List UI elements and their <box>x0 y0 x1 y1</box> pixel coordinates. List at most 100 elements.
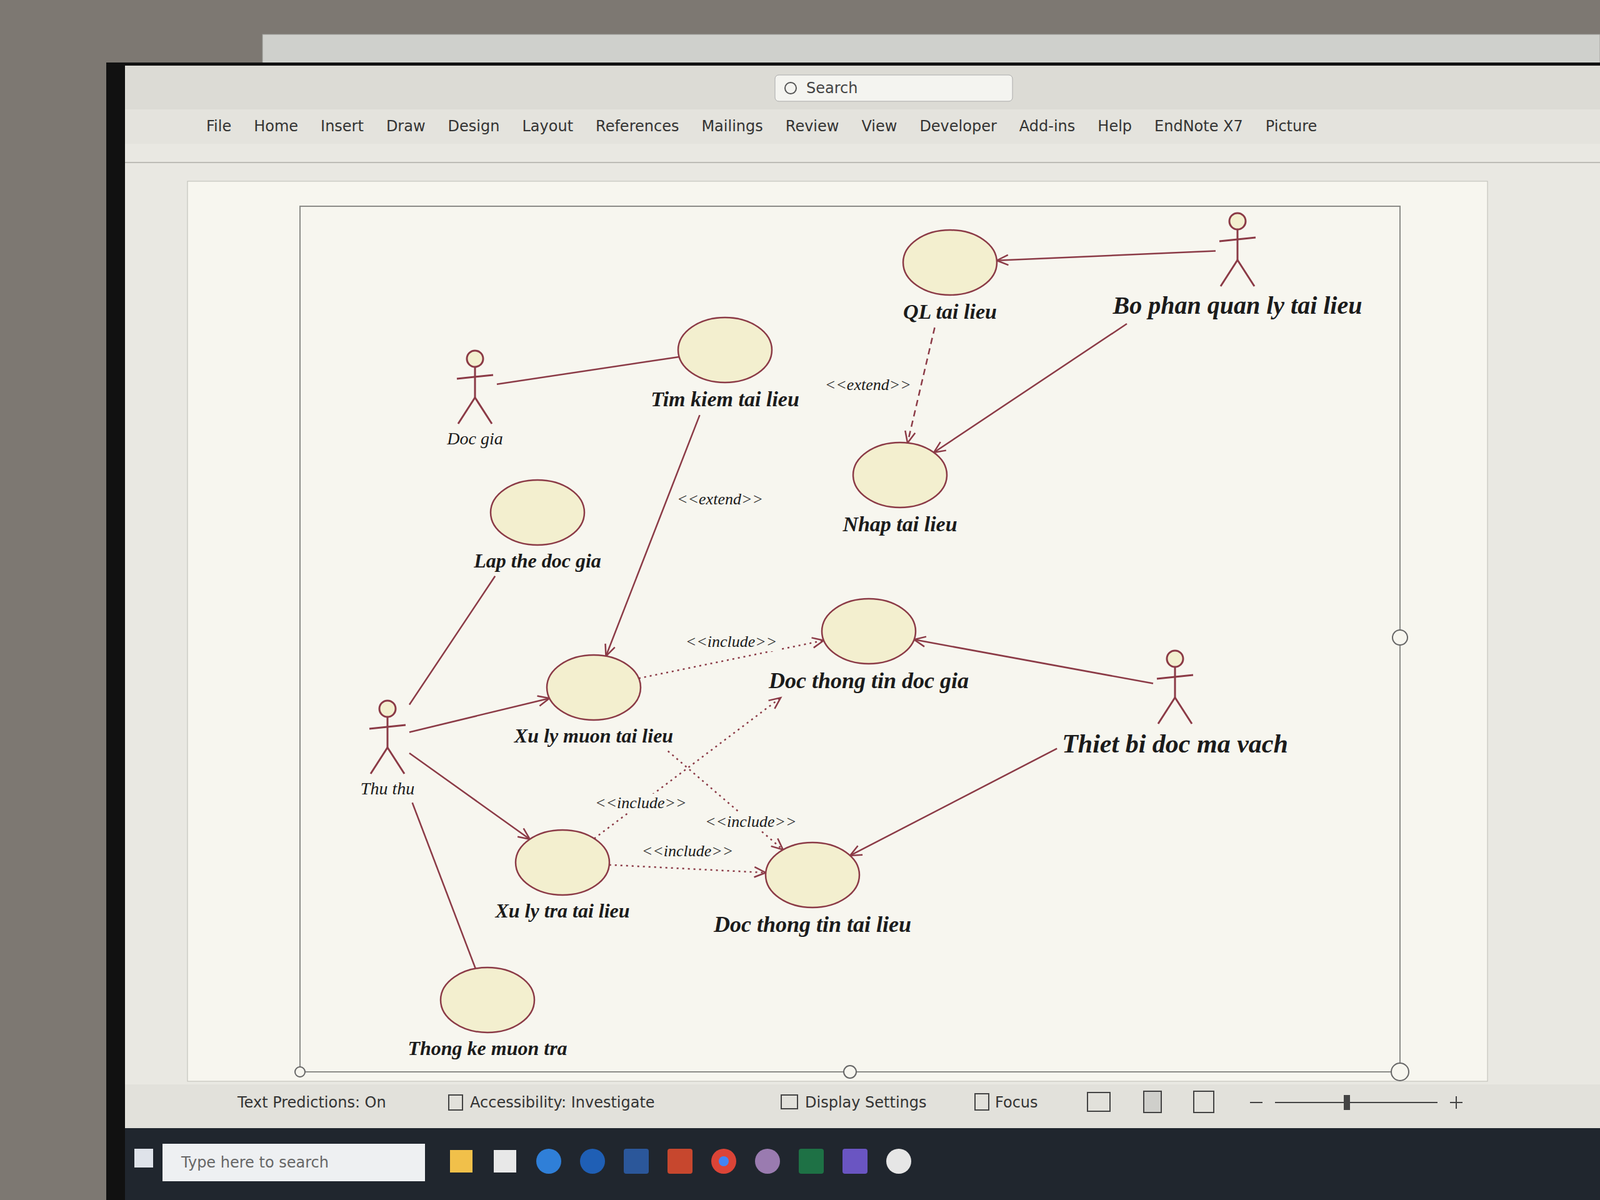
screen-housing <box>262 34 1600 66</box>
connector-line <box>409 753 530 840</box>
stick-figure <box>1219 213 1256 287</box>
actor-limb <box>369 725 406 729</box>
ribbon-tab: Add-ins <box>1019 117 1076 136</box>
use-case: Nhap tai lieu <box>837 440 962 540</box>
ribbon-tab: Home <box>253 117 299 136</box>
actor-limb <box>1236 229 1239 260</box>
use-case: QL tai lieu <box>896 228 1004 328</box>
connector-line <box>496 356 680 385</box>
arrowhead <box>771 838 784 850</box>
use-case: Tim kiem tai lieu <box>645 315 805 415</box>
association-line <box>409 576 495 705</box>
ellipse-outline <box>853 442 947 508</box>
stereotype-label: <<include>> <box>702 812 800 832</box>
actor-name: Thu thu <box>360 778 415 799</box>
use-case-ellipse <box>763 840 862 910</box>
ribbon-tab: Insert <box>320 117 364 136</box>
ribbon-tab: File <box>206 117 232 136</box>
connector-line <box>850 748 1057 856</box>
screen-frame <box>106 62 1600 1200</box>
use-case: Xu ly tra tai lieu <box>490 828 635 927</box>
arrowhead <box>996 255 1009 265</box>
zoom-minus <box>1250 1101 1263 1104</box>
actor: Thiet bi doc ma vach <box>1056 648 1294 763</box>
read-mode-icon <box>1087 1092 1110 1112</box>
arrowhead <box>605 643 615 657</box>
arrowhead <box>905 430 915 444</box>
arrowhead <box>933 441 947 453</box>
use-case-name: Tim kiem tai lieu <box>650 386 800 412</box>
status-text: Focus <box>995 1093 1039 1112</box>
arrowhead <box>850 845 863 856</box>
search-icon <box>785 82 797 94</box>
status-bar <box>125 1084 1600 1129</box>
connector-line <box>606 415 700 657</box>
web-layout-icon <box>1193 1091 1214 1113</box>
use-case-ellipse <box>513 828 612 897</box>
chrome-icon <box>718 1156 729 1167</box>
actor: Bo phan quan ly tai lieu <box>1108 211 1368 324</box>
ellipse-outline <box>490 480 585 545</box>
ellipse-outline <box>515 830 610 895</box>
word-icon <box>623 1148 649 1174</box>
chrome-icon <box>711 1148 737 1174</box>
actor-head <box>1229 213 1246 230</box>
app-icon <box>886 1148 912 1174</box>
stereotype-label: <<include>> <box>683 632 780 652</box>
app-icon <box>450 1150 473 1173</box>
resize-handle <box>843 1065 857 1079</box>
screen <box>125 65 1600 1129</box>
ribbon-tab: References <box>595 117 679 136</box>
stick-figure <box>369 700 406 774</box>
zoom-plus <box>1455 1096 1457 1109</box>
actor-figure <box>1215 211 1260 289</box>
actor-limb <box>474 366 477 398</box>
print-layout-icon <box>1143 1091 1162 1113</box>
association-line <box>609 865 766 878</box>
association-line <box>996 251 1216 266</box>
arrowhead <box>517 828 530 839</box>
ribbon-tab: Mailings <box>701 117 763 136</box>
ribbon-tabs <box>125 109 1600 144</box>
app-icon <box>755 1148 780 1174</box>
connector-line <box>412 802 476 969</box>
actor-limb <box>1237 260 1255 287</box>
use-case-name: Xu ly muon tai lieu <box>514 724 674 748</box>
actor-figure <box>1153 648 1197 727</box>
use-case-name: QL tai lieu <box>903 299 997 324</box>
app-icon <box>580 1148 605 1174</box>
use-case-ellipse <box>438 965 537 1035</box>
actor: Doc gia <box>441 348 508 453</box>
stereotype-label: <<extend>> <box>674 490 766 509</box>
actor-limb <box>370 747 388 774</box>
actor-name: Bo phan quan ly tai lieu <box>1113 291 1363 320</box>
title-bar <box>125 65 1600 110</box>
ellipse-outline <box>821 598 916 664</box>
zoom-thumb <box>1343 1095 1350 1110</box>
association-line <box>412 802 476 969</box>
ribbon-tab: Draw <box>386 117 426 136</box>
actor-limb <box>1158 697 1175 724</box>
search-label: Search <box>806 79 858 98</box>
actor-figure <box>365 698 410 777</box>
display-icon <box>781 1095 798 1109</box>
association-line <box>933 323 1127 453</box>
connector-line <box>409 576 495 705</box>
search-box <box>775 75 1013 102</box>
association-line <box>850 748 1057 856</box>
use-case-ellipse <box>901 228 999 297</box>
actor-head <box>466 350 484 367</box>
taskbar-search-text: Type here to search <box>181 1153 329 1172</box>
ruler <box>125 161 1600 164</box>
ellipse-outline <box>546 655 641 720</box>
actor-limb <box>386 716 389 748</box>
use-case-ellipse <box>851 440 949 510</box>
actor-limb <box>1175 697 1192 724</box>
ribbon-tab: Review <box>785 117 840 136</box>
picture-frame <box>300 206 1400 1072</box>
connector-line <box>933 323 1127 453</box>
actor-head <box>379 700 396 717</box>
